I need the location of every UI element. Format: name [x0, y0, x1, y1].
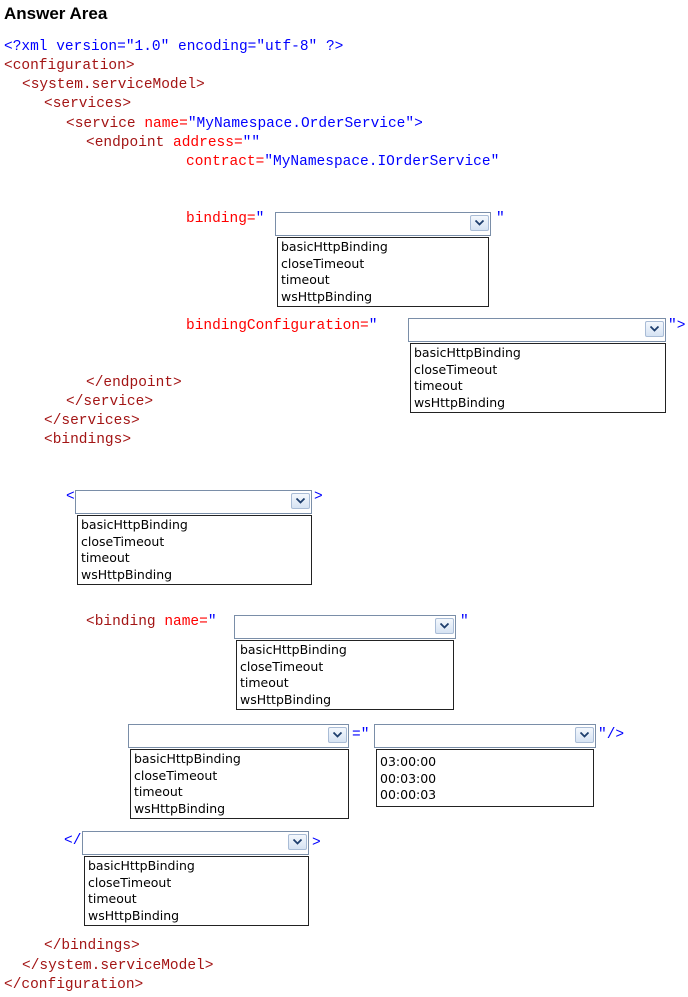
option-item[interactable]: basicHttpBinding	[240, 642, 347, 657]
option-item[interactable]: basicHttpBinding	[134, 751, 241, 766]
binding-type-open-bracket: <	[66, 489, 75, 505]
option-item[interactable]: timeout	[88, 891, 137, 906]
binding-configuration-select[interactable]	[408, 318, 666, 342]
binding-select[interactable]	[275, 212, 491, 236]
closing-tag-open: </	[64, 833, 82, 849]
service-close: </service>	[66, 394, 154, 410]
servicemodel-open: <system.serviceModel>	[22, 77, 205, 93]
binding-options-list: basicHttpBinding closeTimeout timeout ws…	[277, 237, 489, 307]
bindingconfiguration-attribute-close: ">	[668, 318, 686, 334]
binding-name-select[interactable]	[234, 615, 456, 639]
binding-attribute-label: binding="	[186, 211, 265, 227]
answer-area-title: Answer Area	[4, 4, 108, 23]
option-item[interactable]: wsHttpBinding	[281, 288, 373, 304]
attribute-name-options-list: basicHttpBinding closeTimeout timeout ws…	[130, 749, 349, 819]
configuration-open: <configuration>	[4, 58, 135, 74]
binding-attribute-close: "	[496, 211, 505, 227]
option-item[interactable]: timeout	[134, 784, 183, 799]
chevron-down-icon[interactable]	[288, 834, 307, 850]
attribute-value-options-list: 03:00:00 00:03:00 00:00:03	[376, 749, 594, 807]
option-item[interactable]: timeout	[81, 550, 130, 565]
option-item[interactable]: wsHttpBinding	[414, 394, 506, 410]
bindings-close: </bindings>	[44, 938, 140, 954]
bindingconfiguration-attribute-label: bindingConfiguration="	[186, 318, 378, 334]
closing-type-options-list: basicHttpBinding closeTimeout timeout ws…	[84, 856, 309, 926]
services-open: <services>	[44, 96, 132, 112]
option-item[interactable]: basicHttpBinding	[414, 345, 521, 360]
option-item[interactable]: wsHttpBinding	[81, 566, 173, 582]
option-item[interactable]: timeout	[414, 378, 463, 393]
binding-type-select[interactable]	[75, 490, 312, 514]
option-item[interactable]: timeout	[240, 675, 289, 690]
option-item[interactable]: closeTimeout	[281, 255, 365, 271]
service-open: <service name="MyNamespace.OrderService"…	[66, 116, 423, 132]
chevron-down-icon[interactable]	[645, 321, 664, 337]
binding-configuration-options-list: basicHttpBinding closeTimeout timeout ws…	[410, 343, 666, 413]
endpoint-open: <endpoint address=""	[86, 135, 261, 151]
option-item[interactable]: closeTimeout	[81, 533, 165, 549]
contract-attribute: contract="MyNamespace.IOrderService"	[186, 154, 500, 170]
chevron-down-icon[interactable]	[575, 727, 594, 743]
servicemodel-close: </system.serviceModel>	[22, 958, 214, 974]
option-item[interactable]: closeTimeout	[240, 658, 324, 674]
closing-type-select[interactable]	[82, 831, 309, 855]
binding-name-options-list: basicHttpBinding closeTimeout timeout ws…	[236, 640, 454, 710]
chevron-down-icon[interactable]	[291, 493, 310, 509]
chevron-down-icon[interactable]	[435, 618, 454, 634]
attribute-name-select[interactable]	[128, 724, 349, 748]
option-item[interactable]: timeout	[281, 272, 330, 287]
bindings-open: <bindings>	[44, 432, 132, 448]
attribute-equals: ="	[352, 727, 370, 743]
option-item[interactable]: 03:00:00	[380, 754, 437, 769]
attribute-value-select[interactable]	[374, 724, 596, 748]
services-close: </services>	[44, 413, 140, 429]
option-item[interactable]: closeTimeout	[88, 874, 172, 890]
endpoint-close: </endpoint>	[86, 375, 182, 391]
closing-tag-close: >	[312, 835, 321, 851]
option-item[interactable]: basicHttpBinding	[88, 858, 195, 873]
binding-type-options-list: basicHttpBinding closeTimeout timeout ws…	[77, 515, 312, 585]
binding-name-label: <binding name="	[86, 614, 217, 630]
option-item[interactable]: closeTimeout	[414, 361, 498, 377]
binding-type-close-bracket: >	[314, 489, 323, 505]
option-item[interactable]: 00:00:03	[380, 787, 437, 802]
option-item[interactable]: basicHttpBinding	[81, 517, 188, 532]
chevron-down-icon[interactable]	[328, 727, 347, 743]
option-item[interactable]: wsHttpBinding	[88, 907, 180, 923]
configuration-close: </configuration>	[4, 977, 144, 993]
xml-declaration: <?xml version="1.0" encoding="utf-8" ?>	[4, 39, 344, 55]
option-item[interactable]: basicHttpBinding	[281, 239, 388, 254]
option-item[interactable]: closeTimeout	[134, 767, 218, 783]
chevron-down-icon[interactable]	[470, 215, 489, 231]
option-item[interactable]: wsHttpBinding	[240, 691, 332, 707]
binding-name-close: "	[460, 614, 469, 630]
option-item[interactable]: wsHttpBinding	[134, 800, 226, 816]
option-item[interactable]: 00:03:00	[380, 770, 437, 786]
attribute-self-close: "/>	[598, 727, 625, 743]
